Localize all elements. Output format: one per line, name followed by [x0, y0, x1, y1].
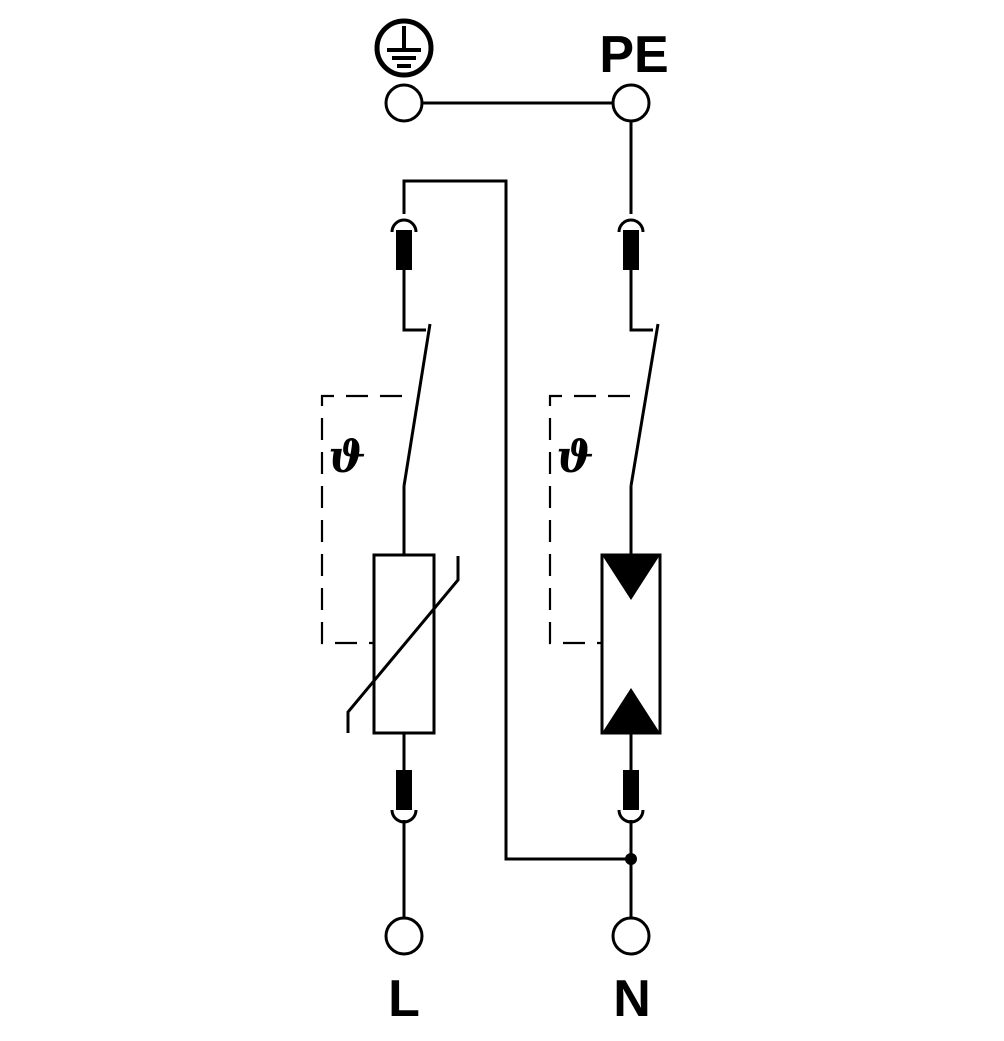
gdt-upper-electrode [602, 555, 660, 600]
right-switch-feed-wire [629, 270, 653, 332]
right-lower-fuse [623, 770, 639, 810]
l-terminal [384, 916, 424, 956]
right-branch: ϑ [548, 121, 662, 918]
left-switch-feed-wire [402, 270, 426, 332]
right-upper-fuse [623, 230, 639, 270]
n-terminal [611, 916, 651, 956]
neutral-junction-dot [625, 853, 637, 865]
pe-label: PE [599, 26, 668, 84]
left-thermal-link [320, 394, 402, 645]
left-upper-fuse-hook [390, 218, 418, 233]
left-thermal-symbol: ϑ [328, 432, 365, 483]
varistor-characteristic-line [346, 556, 460, 733]
right-thermal-symbol: ϑ [556, 432, 593, 483]
right-thermal-switch [629, 323, 660, 487]
right-thermal-link [548, 394, 630, 645]
neutral-return-wire [402, 179, 631, 861]
gdt-lower-electrode [602, 688, 660, 733]
earth-terminal [384, 83, 424, 123]
varistor [372, 553, 436, 735]
n-label: N [613, 970, 651, 1028]
l-label: L [388, 970, 420, 1028]
left-lower-fuse [396, 770, 412, 810]
left-upper-fuse [396, 230, 412, 270]
right-upper-fuse-hook [617, 218, 645, 233]
left-thermal-switch [402, 323, 432, 487]
protective-earth-icon [374, 18, 434, 78]
left-branch: ϑ [320, 179, 631, 918]
pe-terminal [611, 83, 651, 123]
